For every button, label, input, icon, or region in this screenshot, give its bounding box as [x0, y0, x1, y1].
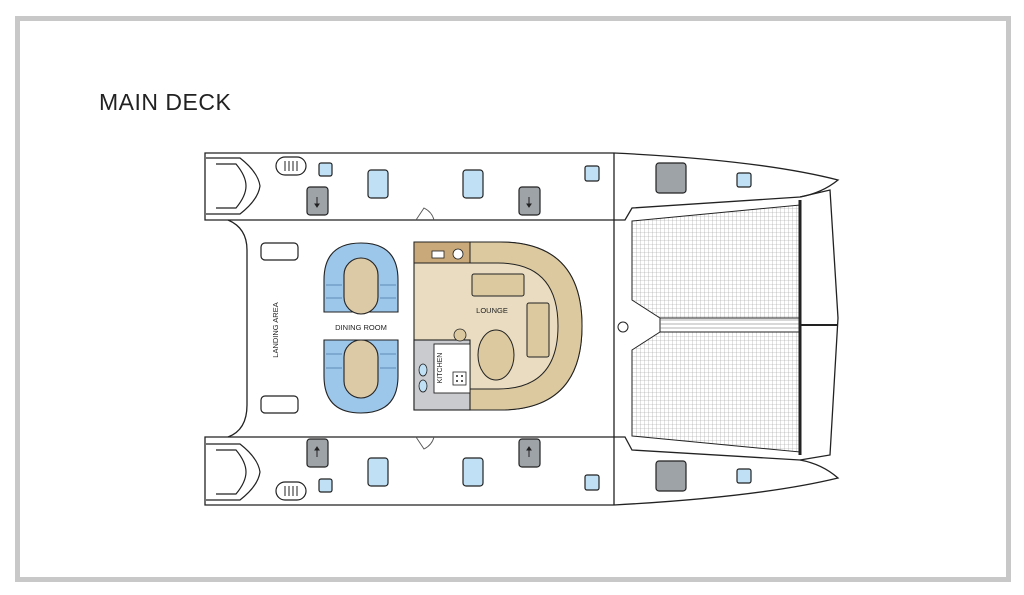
- doors: [415, 207, 435, 450]
- dining-room-label: DINING ROOM: [335, 323, 387, 332]
- stern-steps-top: [206, 157, 261, 215]
- landing-area: [260, 242, 299, 414]
- hatch-arrows: [314, 197, 532, 457]
- kitchen: [413, 328, 471, 411]
- vent-bottom: [275, 481, 307, 501]
- kitchen-label: KITCHEN: [437, 353, 444, 384]
- dining-room: [323, 242, 399, 414]
- vent-top: [275, 156, 307, 176]
- portholes: [318, 162, 752, 493]
- landing-area-label: LANDING AREA: [271, 302, 280, 357]
- deck-title: MAIN DECK: [99, 89, 232, 115]
- lounge-label: LOUNGE: [476, 306, 508, 315]
- hatches: [306, 162, 687, 492]
- stern-steps-bottom: [206, 443, 261, 501]
- trampoline-nets: [617, 200, 838, 455]
